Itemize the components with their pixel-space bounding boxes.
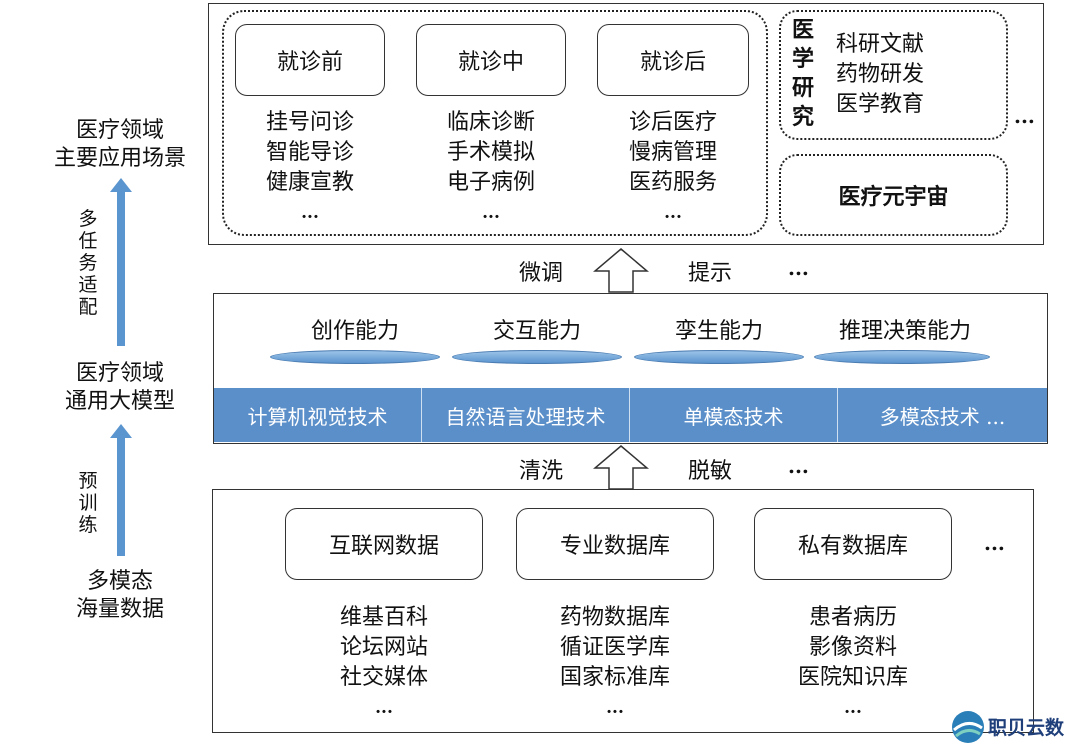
list-item: 维基百科: [339, 605, 428, 630]
care-phases-group: [222, 10, 768, 236]
data-title-line-2: 海量数据: [75, 597, 164, 622]
list-item: 电子病例: [446, 170, 535, 195]
source-private-db: 私有数据库: [754, 508, 952, 580]
data-sources-ellipsis: ...: [984, 531, 1005, 555]
connector-top-ellipsis: ...: [788, 256, 809, 280]
list-item: 影像资料: [808, 635, 897, 660]
list-item: 患者病历: [808, 605, 897, 630]
list-item: 国家标准库: [559, 665, 670, 690]
list-item: ...: [482, 203, 500, 223]
cleaning-label: 清洗: [519, 459, 564, 484]
phase-during-visit: 就诊中: [416, 24, 566, 96]
tech-unimodal: 单模态技术: [630, 388, 838, 442]
source-internet: 互联网数据: [285, 508, 483, 580]
capability-reasoning: 推理决策能力: [838, 319, 971, 344]
scenarios-ellipsis: ...: [1014, 104, 1035, 128]
source-professional-items: 药物数据库 循证医学库 国家标准库 ...: [531, 603, 699, 723]
medical-research-title: 医学研究: [791, 17, 814, 130]
list-item: 诊后医疗: [628, 110, 717, 135]
list-item: 药物数据库: [559, 605, 670, 630]
phase-after-visit: 就诊后: [597, 24, 749, 96]
capability-disk: [452, 350, 622, 364]
list-item: ...: [844, 698, 862, 718]
tech-multimodal: 多模态技术 ...: [879, 404, 1006, 429]
medical-metaverse-label: 医疗元宇宙: [838, 184, 949, 210]
phase-before-items: 挂号问诊 智能导诊 健康宣教 ...: [240, 108, 380, 228]
source-internet-items: 维基百科 论坛网站 社交媒体 ...: [300, 603, 468, 723]
medical-metaverse-box: 医疗元宇宙: [779, 154, 1008, 236]
phase-after-items: 诊后医疗 慢病管理 医药服务 ...: [603, 108, 743, 228]
list-item: 科研文献: [836, 32, 925, 57]
finetune-label: 微调: [519, 261, 564, 286]
list-item: 社交媒体: [339, 665, 428, 690]
capability-disk: [270, 350, 440, 364]
phase-before-visit: 就诊前: [235, 24, 385, 96]
capability-creation: 创作能力: [310, 319, 399, 344]
logo-icon: [952, 711, 984, 743]
step-multitask-label: 多任务适配: [78, 208, 98, 318]
list-item: ...: [375, 698, 393, 718]
model-title-line-2: 通用大模型: [64, 389, 175, 414]
up-arrow-outline-bottom: [593, 445, 649, 490]
source-private-items: 患者病历 影像资料 医院知识库 ...: [769, 603, 937, 723]
capability-twin: 孪生能力: [674, 319, 763, 344]
list-item: 医药服务: [628, 170, 717, 195]
scenarios-title-line-1: 医疗领域: [75, 118, 164, 143]
phase-during-items: 临床诊断 手术模拟 电子病例 ...: [421, 108, 561, 228]
list-item: 循证医学库: [559, 635, 670, 660]
medical-research-group: [779, 10, 1008, 140]
list-item: ...: [301, 203, 319, 223]
up-arrow-multitask: [110, 178, 132, 346]
capability-disk: [634, 350, 804, 364]
desensitize-label: 脱敏: [688, 459, 733, 484]
up-arrow-outline-top: [593, 248, 649, 293]
model-title-line-1: 医疗领域: [75, 361, 164, 386]
tech-computer-vision: 计算机视觉技术: [214, 388, 422, 442]
list-item: 手术模拟: [446, 140, 535, 165]
scenarios-title-line-2: 主要应用场景: [53, 146, 186, 171]
up-arrow-pretrain: [110, 424, 132, 556]
list-item: 挂号问诊: [265, 110, 354, 135]
data-title-line-1: 多模态: [86, 569, 153, 594]
model-title: 医疗领域 通用大模型: [40, 360, 200, 416]
capability-disk: [814, 350, 990, 364]
technology-bar: 计算机视觉技术 自然语言处理技术 单模态技术 多模态技术 ...: [214, 388, 1047, 442]
list-item: 慢病管理: [628, 140, 717, 165]
medical-research-items: 科研文献 药物研发 医学教育: [836, 30, 966, 120]
list-item: 健康宣教: [265, 170, 354, 195]
list-item: 智能导诊: [265, 140, 354, 165]
list-item: ...: [664, 203, 682, 223]
data-title: 多模态 海量数据: [40, 568, 200, 624]
list-item: ...: [606, 698, 624, 718]
tech-nlp: 自然语言处理技术: [422, 388, 630, 442]
scenarios-title: 医疗领域 主要应用场景: [40, 117, 200, 173]
list-item: 医学教育: [836, 92, 925, 117]
connector-bottom-ellipsis: ...: [788, 454, 809, 478]
source-professional-db: 专业数据库: [516, 508, 714, 580]
list-item: 论坛网站: [339, 635, 428, 660]
step-pretrain-label: 预训练: [78, 470, 98, 536]
list-item: 临床诊断: [446, 110, 535, 135]
prompt-label: 提示: [688, 261, 733, 286]
watermark-text: 职贝云数: [988, 717, 1065, 739]
list-item: 医院知识库: [797, 665, 908, 690]
capability-interaction: 交互能力: [492, 319, 581, 344]
list-item: 药物研发: [836, 62, 925, 87]
